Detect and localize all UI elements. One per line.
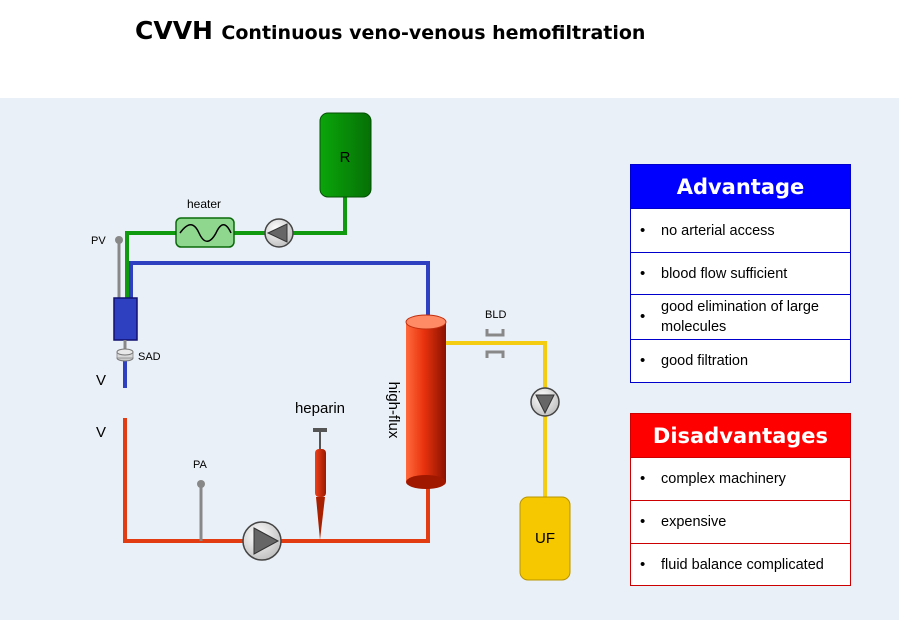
advantage-item: no arterial access (631, 208, 850, 252)
v-label-lower: V (96, 424, 106, 441)
pa-sensor-head (197, 480, 205, 488)
ultrafiltrate-line (446, 341, 547, 497)
disadvantages-table: Disadvantages complex machinery expensiv… (630, 413, 851, 586)
heater-coil-icon (179, 224, 232, 242)
advantage-item: good filtration (631, 339, 850, 382)
pump-arrow-down-icon (535, 394, 555, 415)
pump-arrow-left-icon (266, 223, 288, 243)
filter-body (406, 322, 446, 472)
disadvantage-item: fluid balance complicated (631, 543, 850, 585)
uf-label: UF (535, 530, 555, 547)
advantages-header: Advantage (631, 165, 850, 208)
disadvantages-header: Disadvantages (631, 414, 850, 457)
substitution-line (125, 196, 347, 298)
bld-detector-icon (485, 329, 505, 337)
bld-label: BLD (485, 309, 506, 321)
advantages-table: Advantage no arterial access blood flow … (630, 164, 851, 383)
heparin-syringe (315, 449, 326, 497)
heparin-needle-icon (316, 497, 325, 540)
venous-return-line (129, 261, 430, 322)
disadvantage-item: complex machinery (631, 457, 850, 500)
filter-bottom (406, 475, 446, 489)
sad-label: SAD (138, 351, 161, 363)
pump-arrow-right-icon (253, 527, 280, 555)
filter-top (405, 314, 447, 330)
advantage-item: blood flow sufficient (631, 252, 850, 294)
sad-detector-top (116, 348, 134, 356)
uf-bag (519, 496, 571, 581)
reservoir-bag (319, 112, 372, 198)
heparin-label: heparin (295, 400, 345, 417)
arterial-line (123, 418, 430, 543)
disadvantage-item: expensive (631, 500, 850, 543)
pv-label: PV (91, 235, 106, 247)
heparin-syringe-plunger-head (313, 428, 327, 432)
page-title: CVVH Continuous veno-venous hemofiltrati… (135, 16, 645, 45)
v-label-upper: V (96, 372, 106, 389)
reservoir-label: R (340, 149, 351, 166)
heater (175, 217, 235, 248)
filter-label: high-flux (385, 382, 402, 439)
bld-detector-lower (485, 350, 505, 358)
venous-bubble-chamber (113, 297, 138, 341)
title-subtitle: Continuous veno-venous hemofiltration (221, 22, 646, 44)
title-main: CVVH (135, 16, 213, 45)
advantage-item: good elimination of large molecules (631, 294, 850, 339)
pv-sensor-head (115, 236, 123, 244)
pa-label: PA (193, 459, 208, 471)
heater-label: heater (187, 197, 221, 211)
